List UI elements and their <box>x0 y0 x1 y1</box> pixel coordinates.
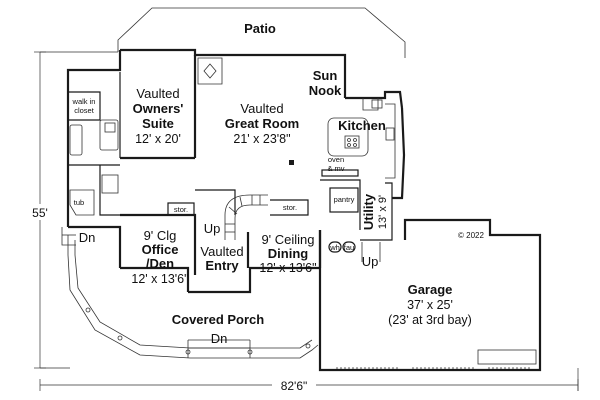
stair-up-main: Up <box>204 221 221 236</box>
utility-label: Utility <box>361 193 376 230</box>
sun-nook-label-line1: Sun <box>313 68 338 83</box>
furnace-label: fau <box>344 243 354 252</box>
walk-in-closet-line2: closet <box>74 106 95 115</box>
storage-right-label: stor. <box>283 203 297 212</box>
garage-name: Garage <box>408 282 453 297</box>
dining-size: 12' x 13'6" <box>259 261 316 275</box>
patio-outline <box>117 7 406 58</box>
water-heater-label: wh <box>329 243 340 252</box>
entry-name: Entry <box>205 258 239 273</box>
copyright-text: © 2022 <box>458 231 484 240</box>
dining-name: Dining <box>268 246 308 261</box>
garage-walls <box>318 218 542 372</box>
garage-note: (23' at 3rd bay) <box>388 313 472 327</box>
patio-label: Patio <box>244 21 276 36</box>
stair-down-porch: Dn <box>211 331 228 346</box>
bath-fixtures <box>69 119 119 216</box>
utility-size: 13' x 9' <box>377 195 389 229</box>
owners-suite-name1: Owners' <box>133 101 184 116</box>
walk-in-closet-line1: walk in <box>72 97 96 106</box>
pantry-label: pantry <box>334 195 355 204</box>
covered-porch-outline <box>61 227 319 359</box>
depth-dimension: 55' <box>32 206 48 220</box>
sun-nook-label-line2: Nook <box>309 83 342 98</box>
garage-size: 37' x 25' <box>407 298 453 312</box>
owners-suite-prefix: Vaulted <box>136 86 179 101</box>
main-stair <box>224 194 268 240</box>
storage-left-label: stor. <box>174 205 188 214</box>
great-room-prefix: Vaulted <box>240 101 283 116</box>
covered-porch-label: Covered Porch <box>172 312 265 327</box>
oven-line1: oven <box>328 155 344 164</box>
great-room-name: Great Room <box>225 116 299 131</box>
kitchen-label: Kitchen <box>338 118 386 133</box>
kitchen-counters <box>327 98 396 179</box>
stair-up-garage: Up <box>362 254 379 269</box>
owners-suite-size: 12' x 20' <box>135 132 181 146</box>
width-dimension: 82'6" <box>281 379 308 393</box>
stair-down-side: Dn <box>79 230 96 245</box>
owners-suite-name2: Suite <box>142 116 174 131</box>
great-room-size: 21' x 23'8" <box>233 132 290 146</box>
oven-line2: & mv <box>327 164 344 173</box>
fireplace <box>197 57 223 85</box>
dimension-lines <box>34 51 579 391</box>
interior-walls <box>68 55 393 275</box>
entry-prefix: Vaulted <box>200 244 243 259</box>
office-name1: Office <box>142 242 179 257</box>
tub-label: tub <box>74 198 84 207</box>
column-marker <box>289 160 294 165</box>
office-name2: /Den <box>146 256 174 271</box>
dining-prefix: 9' Ceiling <box>261 232 314 247</box>
office-size: 12' x 13'6" <box>131 272 188 286</box>
office-prefix: 9' Clg <box>144 228 177 243</box>
